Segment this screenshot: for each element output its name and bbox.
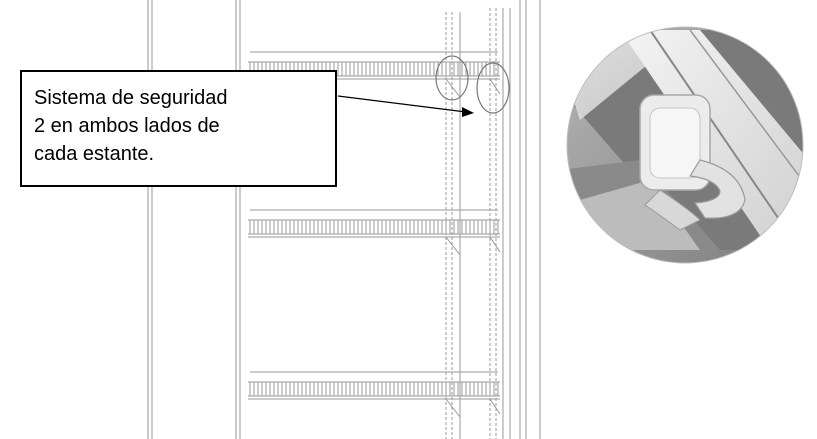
safety-ellipse-right — [476, 62, 510, 114]
callout-arrow — [337, 95, 474, 117]
detail-magnifier-circle — [566, 26, 804, 264]
callout-line-3: cada estante. — [34, 143, 155, 165]
wire-shelf-1 — [248, 51, 501, 98]
callout-box: Sistema de seguridad 2 en ambos lados de… — [20, 70, 337, 187]
wire-shelf-2 — [248, 209, 501, 256]
wire-shelf-3 — [248, 371, 501, 418]
callout-line-1: Sistema de seguridad — [34, 87, 228, 109]
callout-line-2: 2 en ambos lados de — [34, 115, 220, 137]
shelves — [248, 51, 501, 418]
safety-ellipse-left — [435, 55, 469, 101]
safety-system-highlight — [435, 55, 510, 114]
